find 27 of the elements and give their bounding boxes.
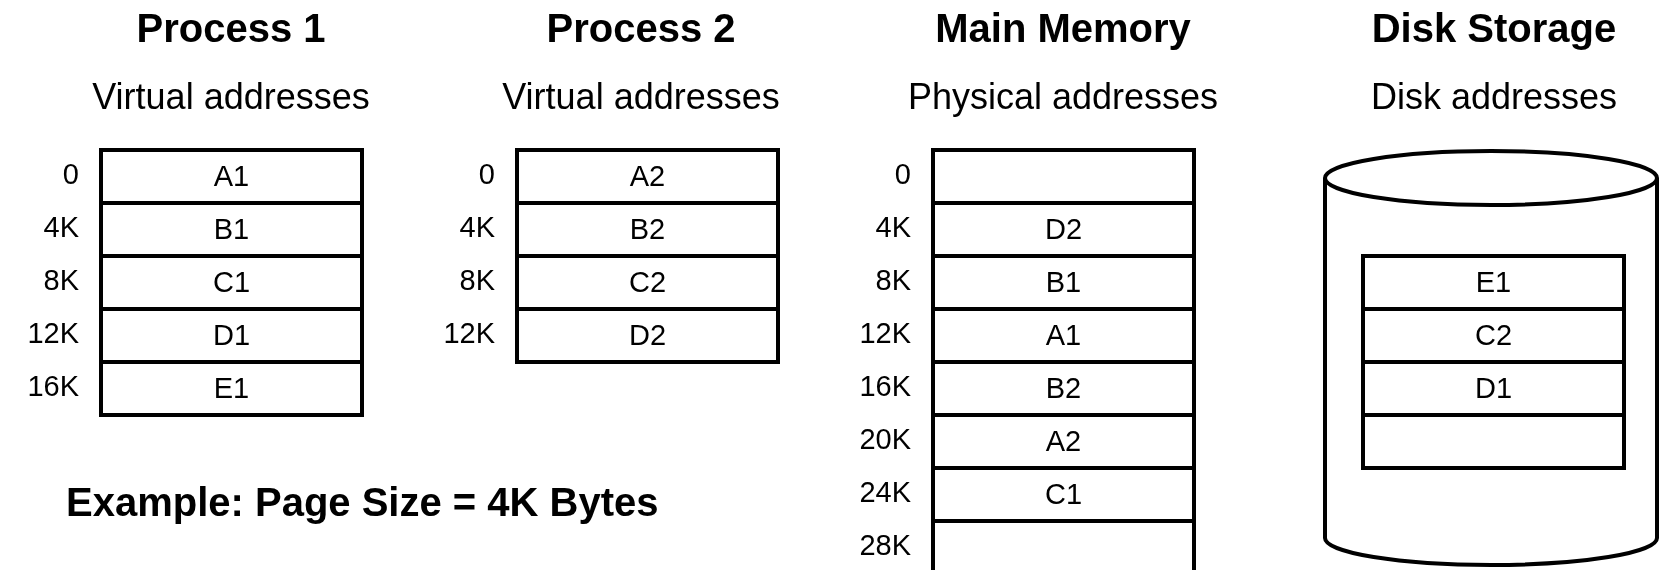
- address-label: 4K: [459, 211, 495, 244]
- column-subtitle: Disk addresses: [1370, 76, 1618, 118]
- address-label: 8K: [875, 264, 911, 297]
- address-label: 8K: [43, 264, 79, 297]
- address-label: 16K: [27, 370, 79, 403]
- column-subtitle: Virtual addresses: [92, 76, 370, 118]
- column-title: Process 2: [546, 6, 736, 51]
- address-label: 4K: [43, 211, 79, 244]
- column-title: Process 1: [136, 6, 326, 51]
- column-title: Disk Storage: [1371, 6, 1617, 51]
- address-label: 0: [62, 158, 79, 191]
- page-size-note: Example: Page Size = 4K Bytes: [66, 480, 659, 525]
- disk-cylinder: [1322, 148, 1660, 568]
- address-label: 12K: [859, 317, 911, 350]
- address-label: 0: [478, 158, 495, 191]
- column-subtitle: Physical addresses: [907, 76, 1219, 118]
- address-label: 8K: [459, 264, 495, 297]
- address-label: 16K: [859, 370, 911, 403]
- column-title: Main Memory: [935, 6, 1191, 51]
- address-label: 0: [894, 158, 911, 191]
- address-label: 28K: [859, 529, 911, 562]
- address-label: 20K: [859, 423, 911, 456]
- address-label: 12K: [27, 317, 79, 350]
- address-label: 4K: [875, 211, 911, 244]
- address-label: 12K: [443, 317, 495, 350]
- address-label: 24K: [859, 476, 911, 509]
- column-subtitle: Virtual addresses: [502, 76, 780, 118]
